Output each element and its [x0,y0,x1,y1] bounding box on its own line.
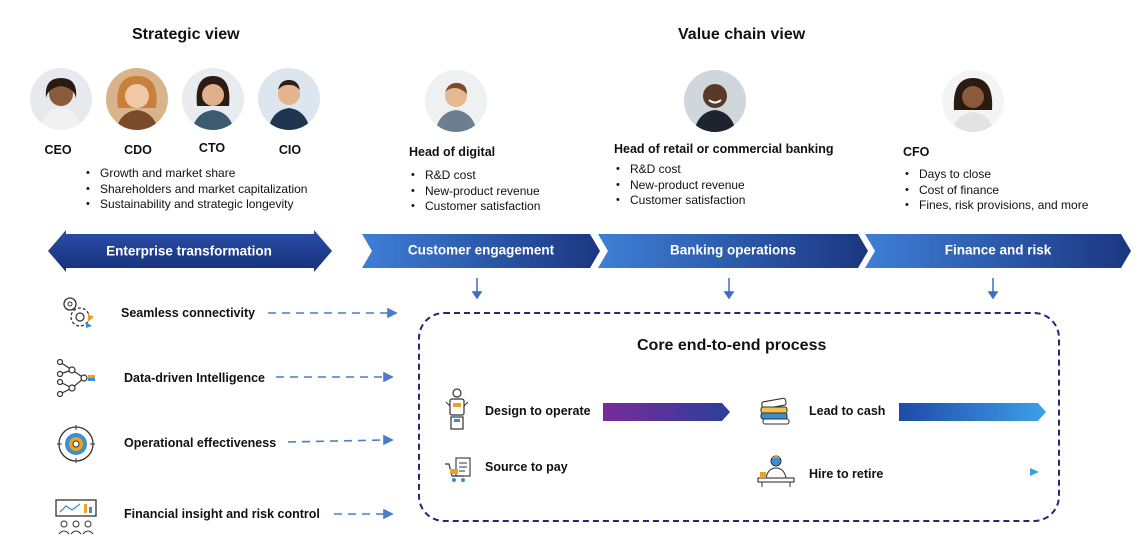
retail-bullets: R&D cost New-product revenue Customer sa… [616,162,745,209]
dashed-arrow-connectivity [268,307,398,319]
process-hire-to-retire: Hire to retire [809,467,884,481]
cart-document-icon [445,457,471,482]
banking-operations-bar [598,234,868,268]
dashed-arrow-effectiveness [287,434,394,446]
network-tree-icon [56,358,95,398]
process-design-to-operate: Design to operate [485,404,591,418]
role-cdo: CDO [124,143,152,157]
dashboard-board-icon [55,499,97,535]
hire-to-retire-arrow [907,468,1039,476]
bullet-item: Shareholders and market capitalization [86,182,307,198]
bullet-item: Fines, risk provisions, and more [905,198,1088,214]
enterprise-transformation-label: Enterprise transformation [106,243,272,259]
bullet-item: Cost of finance [905,183,1088,199]
dashed-arrow-intelligence [276,371,394,383]
head-of-retail-avatar [684,70,746,132]
bullet-item: New-product revenue [616,178,745,194]
role-cto: CTO [198,141,226,155]
gears-icon [63,297,94,328]
design-to-operate-arrow [603,403,730,421]
bullet-item: Sustainability and strategic longevity [86,197,307,213]
banking-operations-label: Banking operations [669,242,797,258]
money-stack-icon [760,397,790,425]
core-process-box [418,312,1060,522]
bullet-item: Customer satisfaction [616,193,745,209]
strategic-view-heading: Strategic view [132,26,240,43]
bullet-item: Growth and market share [86,166,307,182]
cto-avatar [182,68,244,130]
bullet-item: New-product revenue [411,184,540,200]
role-ceo: CEO [44,143,72,157]
finance-and-risk-bar [865,234,1131,268]
dashed-arrow-financial [334,508,394,520]
process-lead-to-cash: Lead to cash [809,404,886,418]
down-arrow-customer [471,278,483,300]
enterprise-transformation-bar [48,230,332,272]
bullet-item: R&D cost [616,162,745,178]
capability-operational-effectiveness: Operational effectiveness [124,436,277,450]
target-icon [57,425,95,463]
bullet-item: Customer satisfaction [411,199,540,215]
process-source-to-pay: Source to pay [485,460,568,474]
down-arrow-finance [987,278,999,300]
robot-icon [445,388,469,430]
finance-and-risk-label: Finance and risk [944,242,1052,258]
core-process-title: Core end-to-end process [637,337,827,354]
cdo-avatar [106,68,168,130]
role-cfo: CFO [903,145,930,159]
strategic-bullets: Growth and market share Shareholders and… [86,166,307,213]
capability-financial-insight: Financial insight and risk control [124,507,320,521]
customer-engagement-bar [362,234,600,268]
bullet-item: Days to close [905,167,1088,183]
customer-engagement-label: Customer engagement [407,242,555,258]
person-desk-icon [757,455,795,487]
value-chain-view-heading: Value chain view [678,26,806,43]
lead-to-cash-arrow [899,403,1046,421]
head-of-digital-avatar [425,70,487,132]
role-head-of-retail: Head of retail or commercial banking [614,142,834,156]
cfo-avatar [942,70,1004,132]
ceo-avatar [30,68,92,130]
down-arrow-banking [723,278,735,300]
cio-avatar [258,68,320,130]
digital-bullets: R&D cost New-product revenue Customer sa… [411,168,540,215]
capability-data-driven-intelligence: Data-driven Intelligence [124,371,266,385]
role-head-of-digital: Head of digital [409,145,496,159]
bullet-item: R&D cost [411,168,540,184]
cfo-bullets: Days to close Cost of finance Fines, ris… [905,167,1088,214]
capability-seamless-connectivity: Seamless connectivity [121,306,256,320]
role-cio: CIO [278,143,302,157]
